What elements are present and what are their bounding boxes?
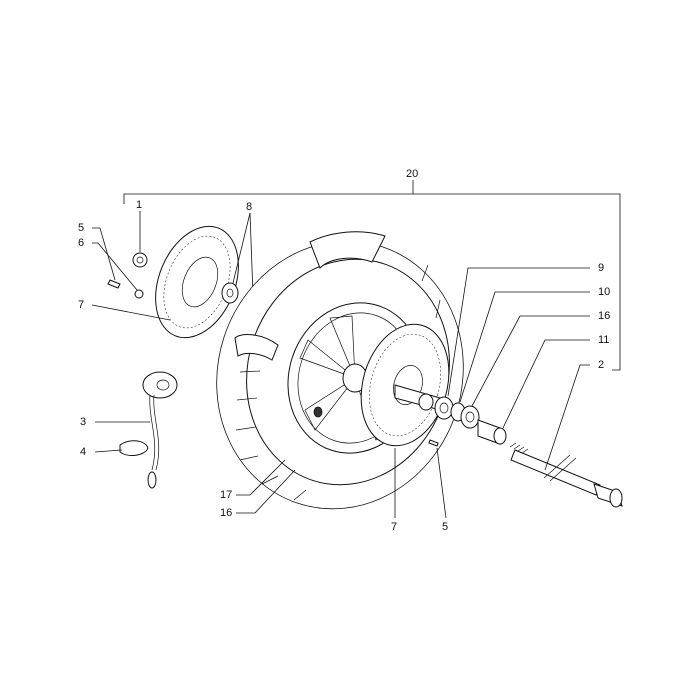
callout-8: 8 <box>246 201 252 213</box>
callout-1: 1 <box>136 199 142 211</box>
brake-disc-left <box>155 225 239 339</box>
callout-7-bottom: 7 <box>391 521 397 533</box>
callout-11: 11 <box>598 334 609 346</box>
axle: 2 <box>509 359 623 508</box>
callout-6: 6 <box>78 237 84 249</box>
callout-7-left: 7 <box>78 299 84 311</box>
hub <box>394 384 441 411</box>
speedo-drive: 3 4 <box>80 371 178 489</box>
callout-10: 10 <box>598 286 610 298</box>
spacer-ring: 9 <box>434 262 604 420</box>
bushing: 11 <box>477 334 609 445</box>
bearing-right: 16 <box>460 310 610 429</box>
callout-disc-left: 7 <box>78 299 171 321</box>
screw-left: 5 6 <box>78 222 144 299</box>
callout-5-bottom: 5 <box>442 521 448 533</box>
callout-4: 4 <box>80 446 86 458</box>
callout-9: 9 <box>598 262 604 274</box>
callout-5-left: 5 <box>78 222 84 234</box>
brake-disc-main <box>360 323 450 447</box>
callout-16-right: 16 <box>598 310 610 322</box>
callout-20: 20 <box>406 168 418 180</box>
callout-17: 17 <box>220 489 232 501</box>
callout-3: 3 <box>80 416 86 428</box>
callout-2: 2 <box>598 359 604 371</box>
callout-wheel-bottom: 17 16 <box>220 459 296 519</box>
nut: 1 <box>132 199 148 268</box>
callout-disc-bottom: 7 5 <box>391 439 448 533</box>
group-bracket: 20 <box>123 168 621 371</box>
callout-16-bottom: 16 <box>220 507 232 519</box>
